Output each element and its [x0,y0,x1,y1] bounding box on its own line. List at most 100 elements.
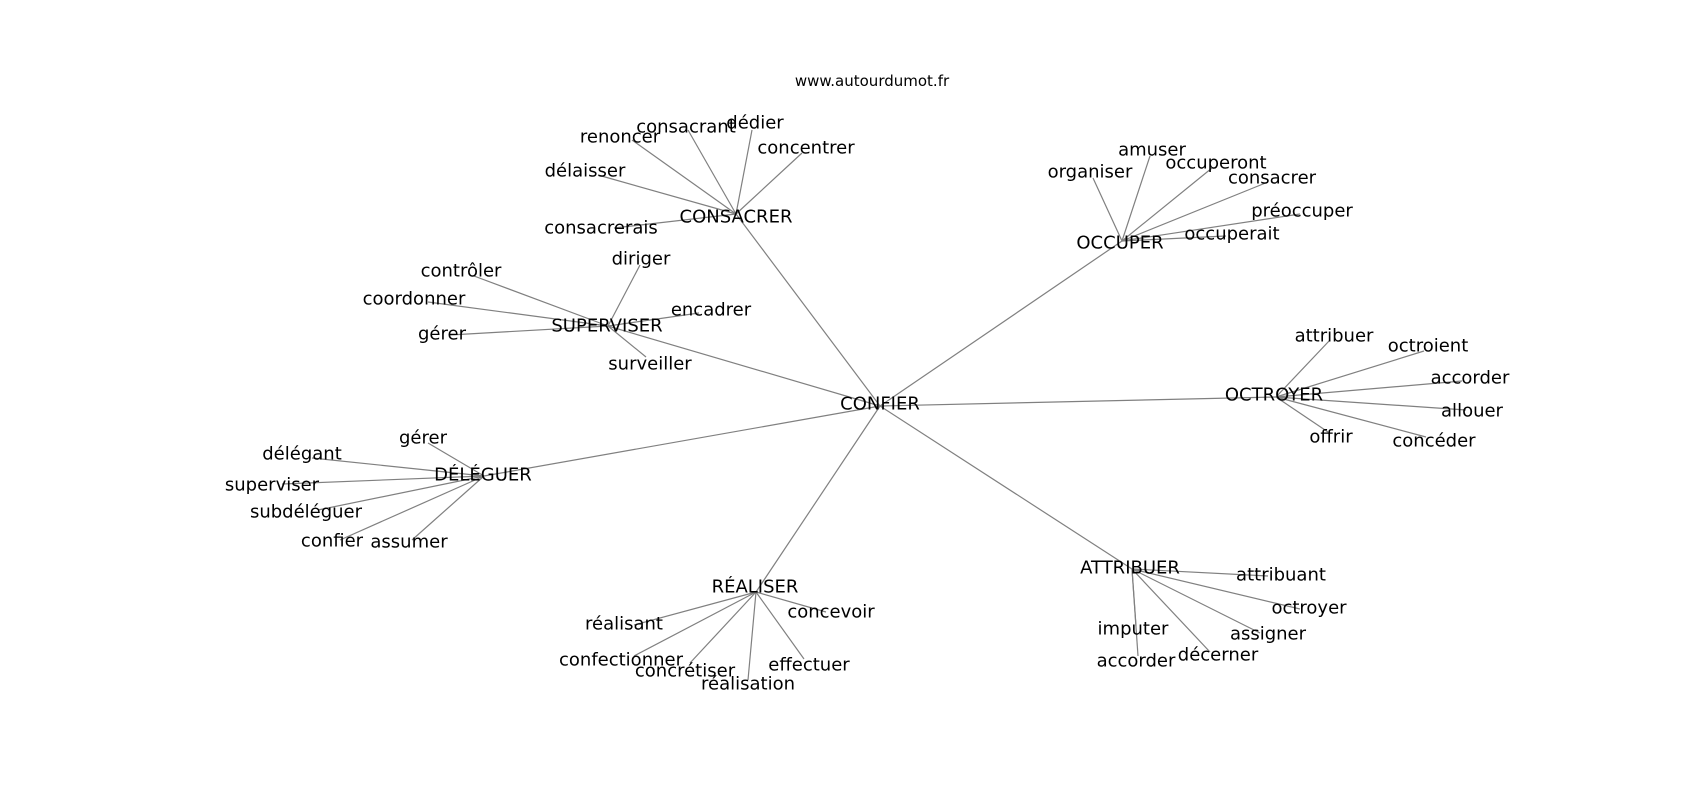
leaf-node-attribuer-assigner: assigner [1230,624,1307,645]
edge-superviser-controler [473,275,609,327]
edge-octroyer-octroient [1275,350,1425,398]
leaf-node-attribuer-octroyer: octroyer [1271,598,1347,619]
edge-octroyer-allouer [1275,396,1467,411]
leaf-node-consacrer-consacrant: consacrant [636,117,736,138]
hub-node-realiser: RÉALISER [712,576,799,598]
leaf-node-octroyer-octroient: octroient [1388,336,1469,357]
leaf-node-occuper-amuser: amuser [1118,140,1186,161]
leaf-node-occuper-organiser: organiser [1048,162,1133,183]
center-node-label: CONFIER [840,394,920,415]
edge-attribuer-decerner [1131,568,1211,653]
leaf-node-attribuer-attribuant: attribuant [1236,565,1326,586]
edge-realiser-concevoir [755,591,827,613]
leaf-node-superviser-coordonner: coordonner [363,289,466,310]
edge-deleguer-superviser [281,475,485,485]
labels-layer: CONFIERCONSACRERrenoncerconsacrantdédier… [225,113,1510,695]
edge-consacrer-renoncer [631,139,737,215]
edge-center-consacrer [735,213,881,407]
leaf-node-consacrer-renoncer: renoncer [580,127,661,148]
edge-superviser-encadrer [607,312,700,327]
edge-deleguer-delegant [311,457,485,477]
edge-octroyer-conceder [1275,396,1427,438]
leaf-node-occuper-consacrer: consacrer [1228,168,1317,189]
edge-consacrer-consacrant [687,129,737,215]
leaf-node-superviser-controler: contrôler [421,261,502,282]
leaf-node-consacrer-delaisser: délaisser [545,161,626,182]
edge-realiser-realisant [633,591,757,626]
leaf-node-superviser-gerer: gérer [418,324,467,345]
edge-center-attribuer [879,405,1133,570]
leaf-node-occuper-occuperont: occuperont [1165,153,1266,174]
edge-octroyer-offrir [1275,396,1329,433]
edge-consacrer-delaisser [597,174,737,215]
edge-octroyer-accorder [1275,380,1463,398]
edge-center-occuper [879,240,1123,407]
edge-superviser-coordonner [427,301,609,327]
edge-occuper-occuperont [1121,167,1213,242]
leaf-node-realiser-concretiser: concrétiser [635,661,736,682]
edge-attribuer-attribuant [1131,568,1269,577]
leaf-node-attribuer-imputer: imputer [1098,619,1170,640]
leaf-node-superviser-encadrer: encadrer [671,300,752,321]
edge-consacrer-concentrer [735,152,803,215]
leaf-node-deleguer-gerer: gérer [399,428,448,449]
edge-center-realiser [755,405,881,593]
edge-deleguer-assumer [411,475,485,541]
leaf-node-attribuer-decerner: décerner [1178,645,1259,666]
leaf-node-deleguer-superviser: superviser [225,475,320,496]
leaf-node-octroyer-conceder: concéder [1392,431,1476,452]
edge-consacrer-dedier [735,129,753,215]
leaf-node-octroyer-offrir: offrir [1309,427,1353,448]
edge-realiser-confectionner [633,591,757,657]
leaf-node-occuper-occuperait: occuperait [1184,224,1279,245]
edge-occuper-organiser [1092,177,1123,242]
edge-attribuer-accorder [1131,568,1139,657]
hub-node-superviser: SUPERVISER [551,316,662,337]
leaf-node-realiser-concevoir: concevoir [787,602,875,623]
edge-realiser-concretiser [689,591,757,664]
edge-deleguer-subdeleguer [317,475,485,511]
leaf-node-deleguer-assumer: assumer [370,532,448,553]
hub-node-attribuer: ATTRIBUER [1080,558,1180,579]
leaf-node-octroyer-allouer: allouer [1441,401,1504,422]
leaf-node-octroyer-attribuer: attribuer [1295,326,1374,347]
leaf-node-superviser-diriger: diriger [612,249,671,270]
edge-consacrer-consacrerais [613,213,737,229]
edge-realiser-effectuer [755,591,805,660]
hub-node-deleguer: DÉLÉGUER [434,464,532,486]
hub-node-occuper: OCCUPER [1076,233,1163,254]
leaf-node-consacrer-concentrer: concentrer [757,138,855,159]
leaf-node-consacrer-dedier: dédier [726,113,784,134]
edge-attribuer-octroyer [1131,568,1301,610]
edges-layer [281,129,1467,681]
leaf-node-deleguer-subdeleguer: subdéléguer [250,502,363,523]
leaf-node-realiser-realisation: réalisation [701,674,795,695]
edge-occuper-occuperait [1121,235,1227,242]
source-url: www.autourdumot.fr [794,72,950,90]
edge-superviser-diriger [607,264,641,327]
leaf-node-realiser-realisant: réalisant [585,614,663,635]
leaf-node-consacrer-consacrerais: consacrerais [544,218,658,239]
edge-occuper-preoccuper [1121,213,1301,242]
edge-superviser-gerer [449,325,609,336]
edge-center-octroyer [879,396,1277,407]
edge-occuper-amuser [1121,155,1151,242]
leaf-node-attribuer-accorder: accorder [1097,651,1176,672]
edge-center-superviser [607,325,881,407]
edge-realiser-realisation [747,591,757,681]
leaf-node-realiser-effectuer: effectuer [768,655,850,676]
edge-deleguer-gerer [427,442,485,477]
leaf-node-occuper-preoccuper: préoccuper [1251,201,1353,222]
edge-superviser-surveiller [607,325,647,358]
leaf-node-deleguer-confier: confier [301,531,364,552]
edge-center-deleguer [483,405,881,477]
leaf-node-superviser-surveiller: surveiller [608,354,692,375]
leaf-node-realiser-confectionner: confectionner [559,650,684,671]
hub-node-octroyer: OCTROYER [1225,385,1323,406]
edge-attribuer-assigner [1131,568,1261,634]
edge-occuper-consacrer [1121,181,1269,242]
leaf-node-octroyer-accorder: accorder [1431,368,1510,389]
edge-octroyer-attribuer [1275,339,1331,398]
edge-deleguer-confier [339,475,485,541]
